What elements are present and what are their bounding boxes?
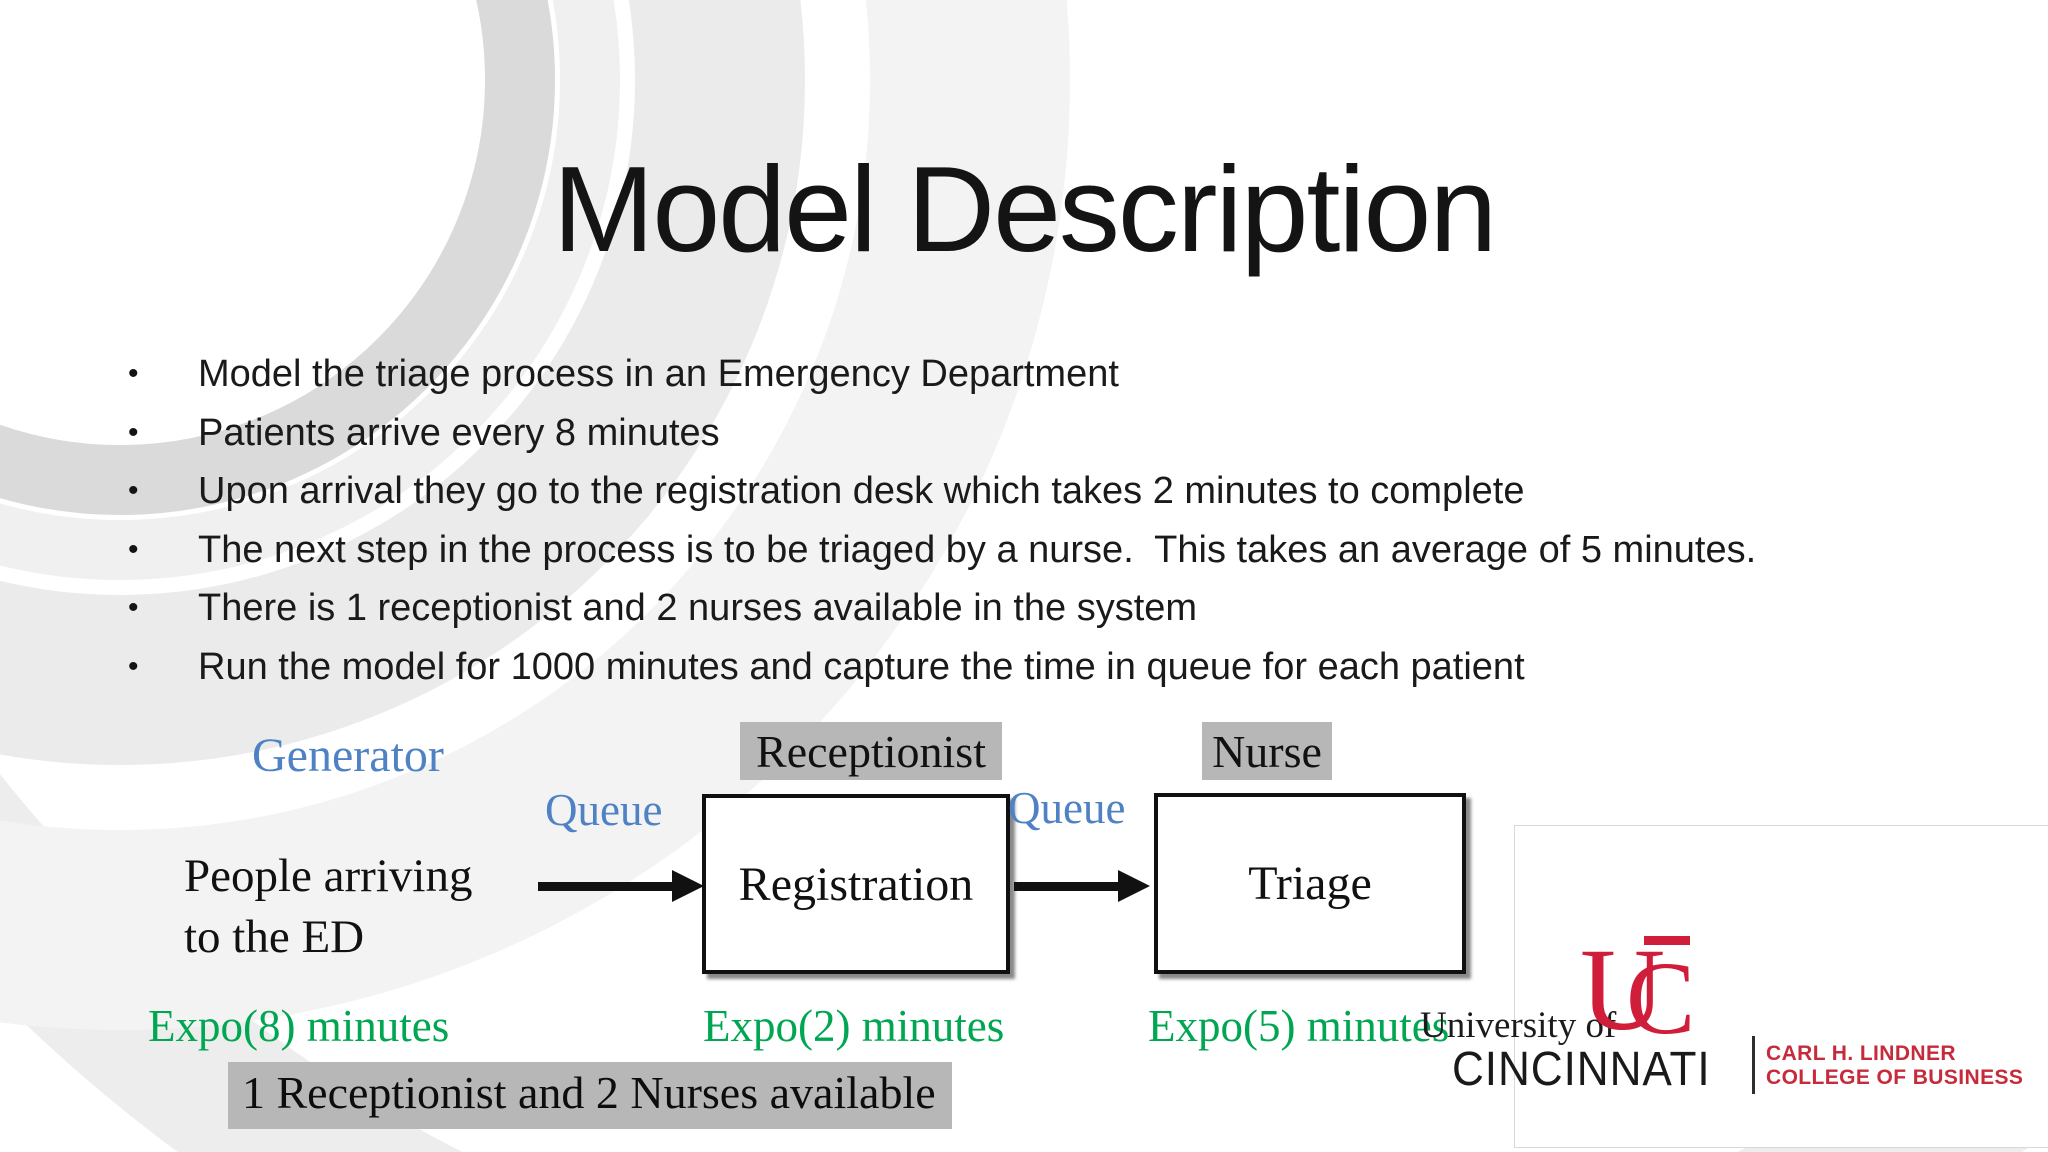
bullet-text: Run the model for 1000 minutes and captu… (198, 645, 1525, 688)
bullet-text: Upon arrival they go to the registration… (198, 470, 1525, 512)
bullet-list: • Model the triage process in an Emergen… (128, 346, 1948, 697)
cincinnati-wordmark: CINCINNATI (1452, 1043, 1711, 1096)
bullet-icon: • (128, 474, 139, 507)
monogram-letter-c: C (1626, 941, 1695, 1042)
list-item: • The next step in the process is to be … (128, 522, 1948, 581)
expo-triage-label: Expo(5) minutes (1148, 1001, 1450, 1051)
queue-label-right: Queue (1008, 783, 1126, 833)
source-label-line1: People arriving (184, 850, 473, 902)
nurse-resource-label: Nurse (1202, 722, 1332, 780)
bullet-icon: • (128, 532, 139, 566)
bullet-icon: • (128, 357, 139, 390)
receptionist-resource-label: Receptionist (740, 722, 1002, 780)
bullet-text: The next step in the process is to be tr… (198, 528, 1757, 571)
resources-note: 1 Receptionist and 2 Nurses available (228, 1062, 952, 1129)
arrow-registration-to-triage (1014, 882, 1120, 891)
registration-box: Registration (702, 794, 1010, 974)
expo-registration-label: Expo(2) minutes (703, 1001, 1005, 1051)
arrow-generator-to-registration (538, 882, 674, 891)
page-title: Model Description (552, 141, 1497, 277)
bullet-icon: • (128, 415, 139, 449)
expo-generator-label: Expo(8) minutes (148, 1001, 450, 1051)
arrowhead-generator-to-registration (672, 870, 704, 902)
bullet-icon: • (128, 649, 139, 683)
bullet-text: There is 1 receptionist and 2 nurses ava… (198, 587, 1198, 629)
bullet-icon: • (128, 591, 139, 624)
list-item: • Run the model for 1000 minutes and cap… (128, 639, 1948, 698)
list-item: • Model the triage process in an Emergen… (128, 346, 1948, 405)
monogram-letter-u: U (1582, 932, 1665, 1042)
source-label-line2: to the ED (184, 911, 365, 963)
university-of-text: University of (1420, 1005, 1617, 1046)
logo-panel (1514, 825, 2048, 1148)
college-name: CARL H. LINDNER COLLEGE OF BUSINESS (1766, 1042, 2023, 1090)
arrowhead-registration-to-triage (1118, 870, 1150, 902)
college-line2: COLLEGE OF BUSINESS (1766, 1066, 2024, 1089)
generator-label: Generator (252, 729, 444, 782)
list-item: • There is 1 receptionist and 2 nurses a… (128, 580, 1948, 639)
bullet-text: Model the triage process in an Emergency… (198, 353, 1119, 395)
logo-divider-bar (1752, 1036, 1755, 1094)
triage-box: Triage (1154, 793, 1466, 974)
list-item: • Patients arrive every 8 minutes (128, 405, 1948, 464)
list-item: • Upon arrival they go to the registrati… (128, 463, 1948, 522)
bullet-text: Patients arrive every 8 minutes (198, 411, 720, 454)
queue-label-left: Queue (545, 785, 663, 835)
college-line1: CARL H. LINDNER (1766, 1042, 1956, 1065)
uc-monogram-logo: U C (1582, 932, 1695, 1042)
source-label: People arriving to the ED (184, 846, 472, 968)
